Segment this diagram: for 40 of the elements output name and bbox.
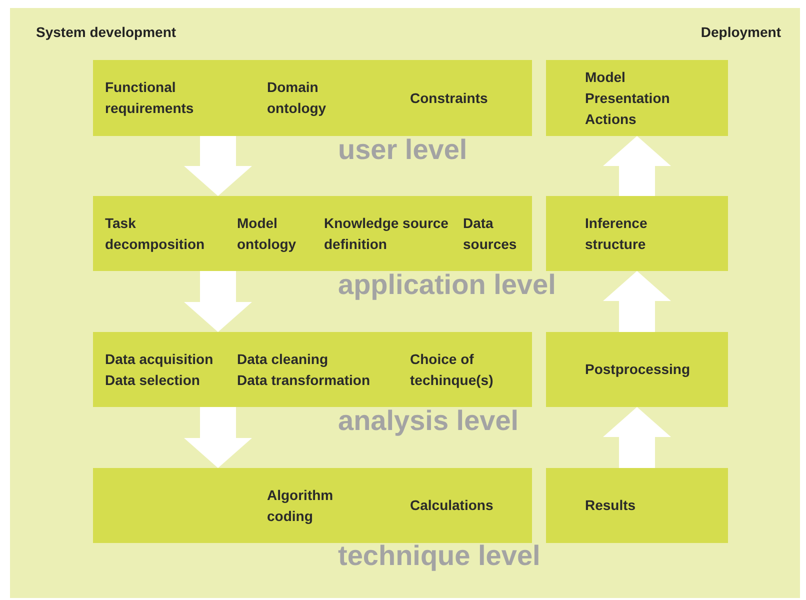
- step-text: Data transformation: [237, 370, 372, 390]
- step-text: Choice of techinque(s): [410, 350, 494, 390]
- step-text: Knowledge source definition: [324, 214, 450, 254]
- step-text: Data acquisition: [105, 350, 214, 369]
- block-arrow: [603, 407, 671, 468]
- block-arrow: [184, 136, 252, 196]
- level-bar: [93, 60, 532, 136]
- level-label: application level: [338, 269, 556, 301]
- step-text: Data selection: [105, 370, 201, 390]
- step-text: Data sources: [463, 214, 518, 254]
- level-bar: [93, 332, 532, 407]
- level-label: technique level: [338, 540, 540, 572]
- column-heading: Deployment: [700, 24, 781, 40]
- step-text: Functional requirements: [105, 78, 195, 118]
- step-text: Inference structure: [585, 214, 648, 254]
- step-text: Data cleaning: [237, 350, 330, 369]
- level-bar: [93, 196, 532, 271]
- step-text: Actions: [585, 110, 638, 128]
- block-arrow: [184, 271, 252, 332]
- step-text: Algorithm coding: [267, 486, 334, 526]
- deployment-box: [546, 468, 728, 543]
- block-arrow: [184, 407, 252, 468]
- step-text: Results: [585, 496, 637, 515]
- deployment-box: [546, 60, 728, 136]
- step-text: Model: [585, 68, 626, 86]
- block-arrow: [603, 271, 671, 332]
- level-label: analysis level: [338, 405, 519, 437]
- step-text: Model ontology: [237, 214, 298, 254]
- deployment-box: [546, 196, 728, 271]
- deployment-box: [546, 332, 728, 407]
- column-heading: System development: [36, 24, 176, 40]
- step-text: Presentation: [585, 88, 671, 108]
- block-arrow: [603, 136, 671, 196]
- step-text: Task decomposition: [105, 214, 206, 254]
- level-bar: [93, 468, 532, 543]
- step-text: Postprocessing: [585, 360, 692, 379]
- step-text: Constraints: [410, 88, 489, 108]
- level-label: user level: [338, 134, 468, 166]
- step-text: Domain ontology: [267, 78, 328, 118]
- step-text: Calculations: [410, 496, 494, 515]
